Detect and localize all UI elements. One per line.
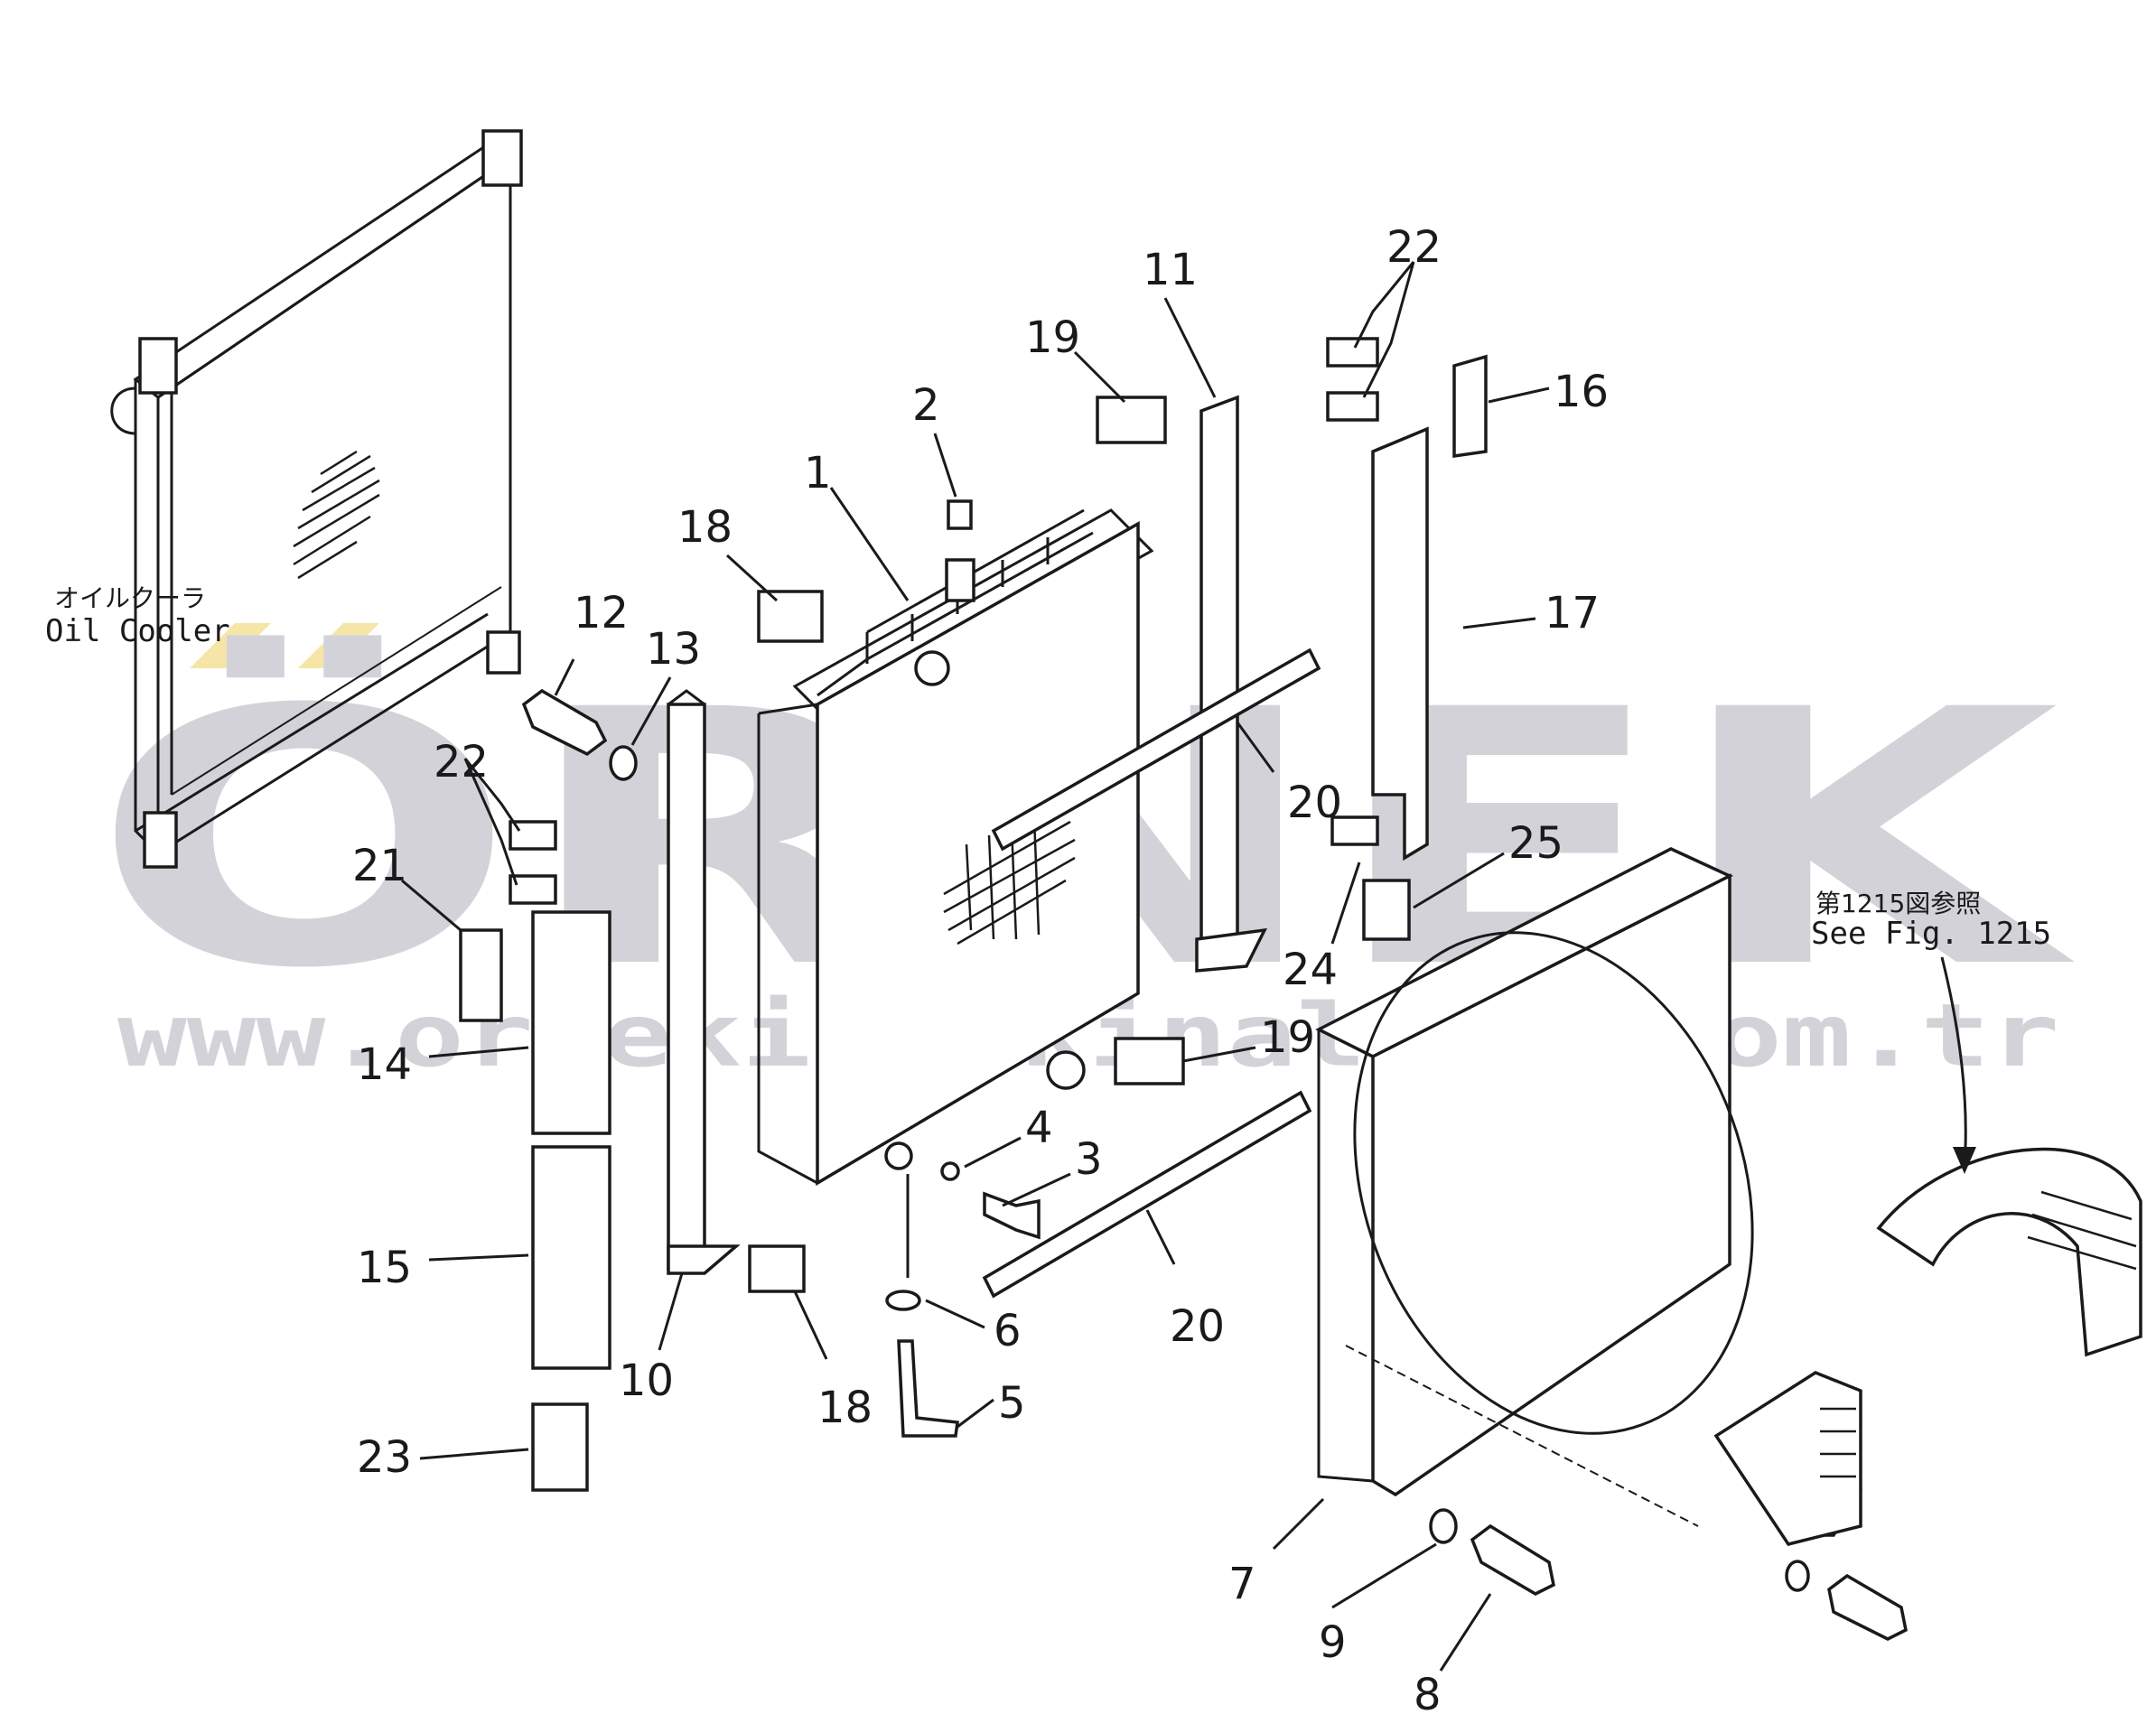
duct-hatch [1820, 1190, 2137, 1478]
oil-cooler-fin-hatch [293, 450, 380, 580]
callout-9: 9 [1319, 1617, 1347, 1668]
callout-18-upper: 18 [677, 502, 733, 553]
callout-4: 4 [1025, 1103, 1053, 1153]
callout-2: 2 [912, 380, 940, 431]
callout-21: 21 [352, 841, 407, 891]
callout-11: 11 [1143, 245, 1198, 295]
notes: オイルクーラ Oil Cooler 第1215図参照 See Fig. 1215 [45, 583, 2051, 952]
leader-lines [401, 261, 1976, 1672]
see-fig-note-en: See Fig. 1215 [1811, 916, 2051, 952]
oil-cooler-note-en: Oil Cooler [45, 613, 230, 649]
oil-cooler-drawing [110, 129, 523, 869]
callout-19-upper: 19 [1025, 312, 1080, 363]
callout-14: 14 [357, 1039, 412, 1090]
callout-17: 17 [1545, 588, 1600, 638]
side-members [667, 354, 1488, 1275]
see-fig-note-jp: 第1215図参照 [1815, 889, 1981, 918]
seals-and-blocks [459, 337, 1411, 1492]
callout-3: 3 [1075, 1134, 1103, 1185]
callout-22-right: 22 [1386, 222, 1442, 273]
callout-23: 23 [357, 1432, 412, 1483]
callout-19-lower: 19 [1260, 1012, 1315, 1063]
callout-24: 24 [1283, 945, 1338, 995]
callout-10: 10 [619, 1355, 674, 1406]
callout-13: 13 [646, 624, 701, 675]
callout-20-upper: 20 [1287, 778, 1342, 828]
callout-5: 5 [998, 1378, 1026, 1429]
watermark-accent-right [298, 623, 379, 668]
callout-15: 15 [357, 1243, 412, 1293]
callout-labels: 1 2 3 4 5 6 7 8 9 10 11 12 13 14 15 16 1… [352, 222, 1609, 1714]
callout-7: 7 [1228, 1559, 1256, 1609]
callout-1: 1 [804, 448, 832, 498]
watermark-accent-left [190, 623, 271, 668]
callout-6: 6 [994, 1306, 1022, 1356]
callout-18-lower: 18 [817, 1383, 873, 1433]
radiator-core-hatch [943, 816, 1076, 945]
radiator-drawing [757, 499, 1154, 1438]
callout-16: 16 [1554, 367, 1609, 417]
callout-25: 25 [1508, 818, 1563, 869]
callout-8: 8 [1414, 1670, 1442, 1714]
callout-22-left: 22 [434, 737, 489, 787]
bolt-12 [521, 688, 638, 781]
oil-cooler-note-jp: オイルクーラ [54, 583, 206, 613]
reference-duct-fig-1215 [1345, 1147, 2142, 1546]
callout-12: 12 [574, 588, 629, 638]
callout-20-lower: 20 [1170, 1301, 1225, 1352]
